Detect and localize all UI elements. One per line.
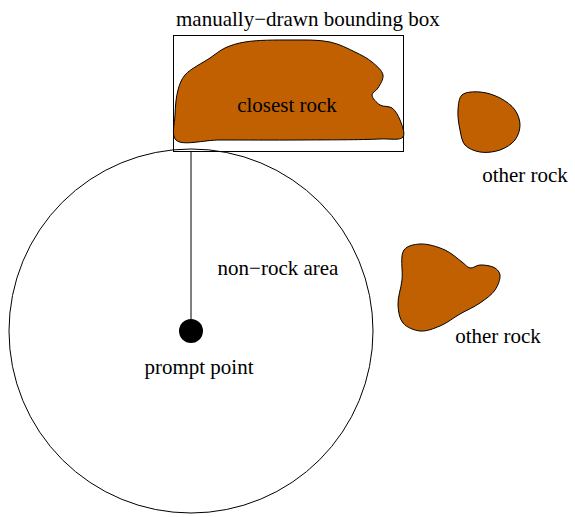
rock-blob-outline (175, 40, 404, 142)
rock-blob: other rock (395, 240, 505, 336)
node-label: non−rock area (218, 256, 339, 280)
rock-shape (458, 92, 520, 153)
non-rock-circle-outline (8, 148, 374, 514)
leader-line (191, 152, 192, 319)
node-label: manually−drawn bounding box (176, 7, 440, 31)
rock-blob: closest rock (175, 40, 404, 142)
bounding-box: closest rockmanually−drawn bounding box (173, 35, 404, 152)
circle-outline (9, 149, 373, 513)
rock-shape (398, 244, 500, 331)
dot-shape (179, 319, 203, 343)
rock-blob: other rock (455, 88, 523, 154)
rock-shape (173, 40, 403, 143)
rock-blob-outline (455, 88, 523, 154)
node-label: closest rock (237, 93, 337, 117)
prompt-dot: prompt point (179, 319, 203, 343)
non-rock-circle: prompt point non−rock area (8, 148, 374, 514)
node-label: other rock (455, 324, 541, 348)
node-label: other rock (482, 163, 568, 187)
prompt-dot-outline (179, 319, 203, 343)
rock-blob-outline (395, 240, 505, 336)
node-label: prompt point (144, 355, 253, 379)
